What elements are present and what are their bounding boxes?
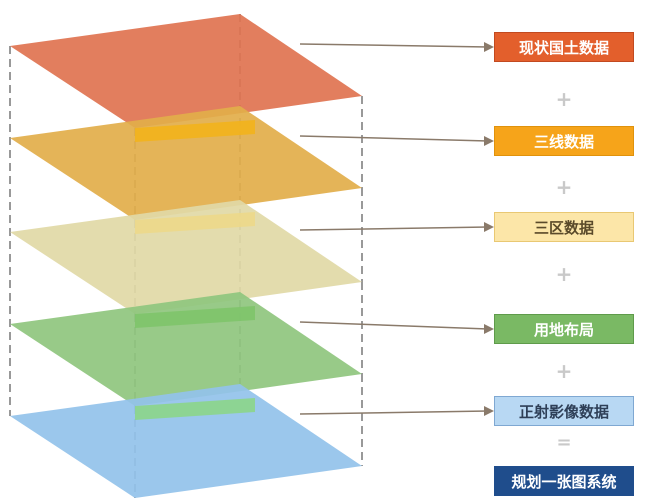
layer-gap-band bbox=[135, 398, 255, 420]
layer-label-box: 用地布局 bbox=[494, 314, 634, 344]
connector-line bbox=[299, 43, 489, 48]
layer-plane bbox=[10, 384, 362, 498]
plus-sign: + bbox=[555, 359, 573, 383]
arrow-head bbox=[484, 42, 494, 52]
layer-label-box: 现状国土数据 bbox=[494, 32, 634, 62]
equals-sign: = bbox=[556, 432, 572, 453]
result-box: 规划一张图系统 bbox=[494, 466, 634, 496]
layer-gap-band bbox=[135, 306, 255, 328]
plus-sign: + bbox=[555, 175, 573, 199]
plus-sign: + bbox=[555, 262, 573, 286]
layer-label-box: 三线数据 bbox=[494, 126, 634, 156]
layer-plane bbox=[10, 292, 362, 406]
layer-gap-band bbox=[135, 212, 255, 234]
layer-label-box: 正射影像数据 bbox=[494, 396, 634, 426]
connector-line bbox=[299, 321, 489, 330]
connector-line bbox=[299, 410, 489, 415]
arrow-head bbox=[484, 324, 494, 334]
layer-gap-band bbox=[135, 120, 255, 142]
connector-line bbox=[299, 226, 489, 231]
arrow-head bbox=[484, 136, 494, 146]
plus-sign: + bbox=[555, 87, 573, 111]
layer-label-box: 三区数据 bbox=[494, 212, 634, 242]
arrow-head bbox=[484, 222, 494, 232]
connector-line bbox=[299, 135, 489, 142]
layer-plane bbox=[10, 14, 362, 128]
layer-plane bbox=[10, 106, 362, 220]
layer-plane bbox=[10, 200, 362, 314]
arrow-head bbox=[484, 406, 494, 416]
